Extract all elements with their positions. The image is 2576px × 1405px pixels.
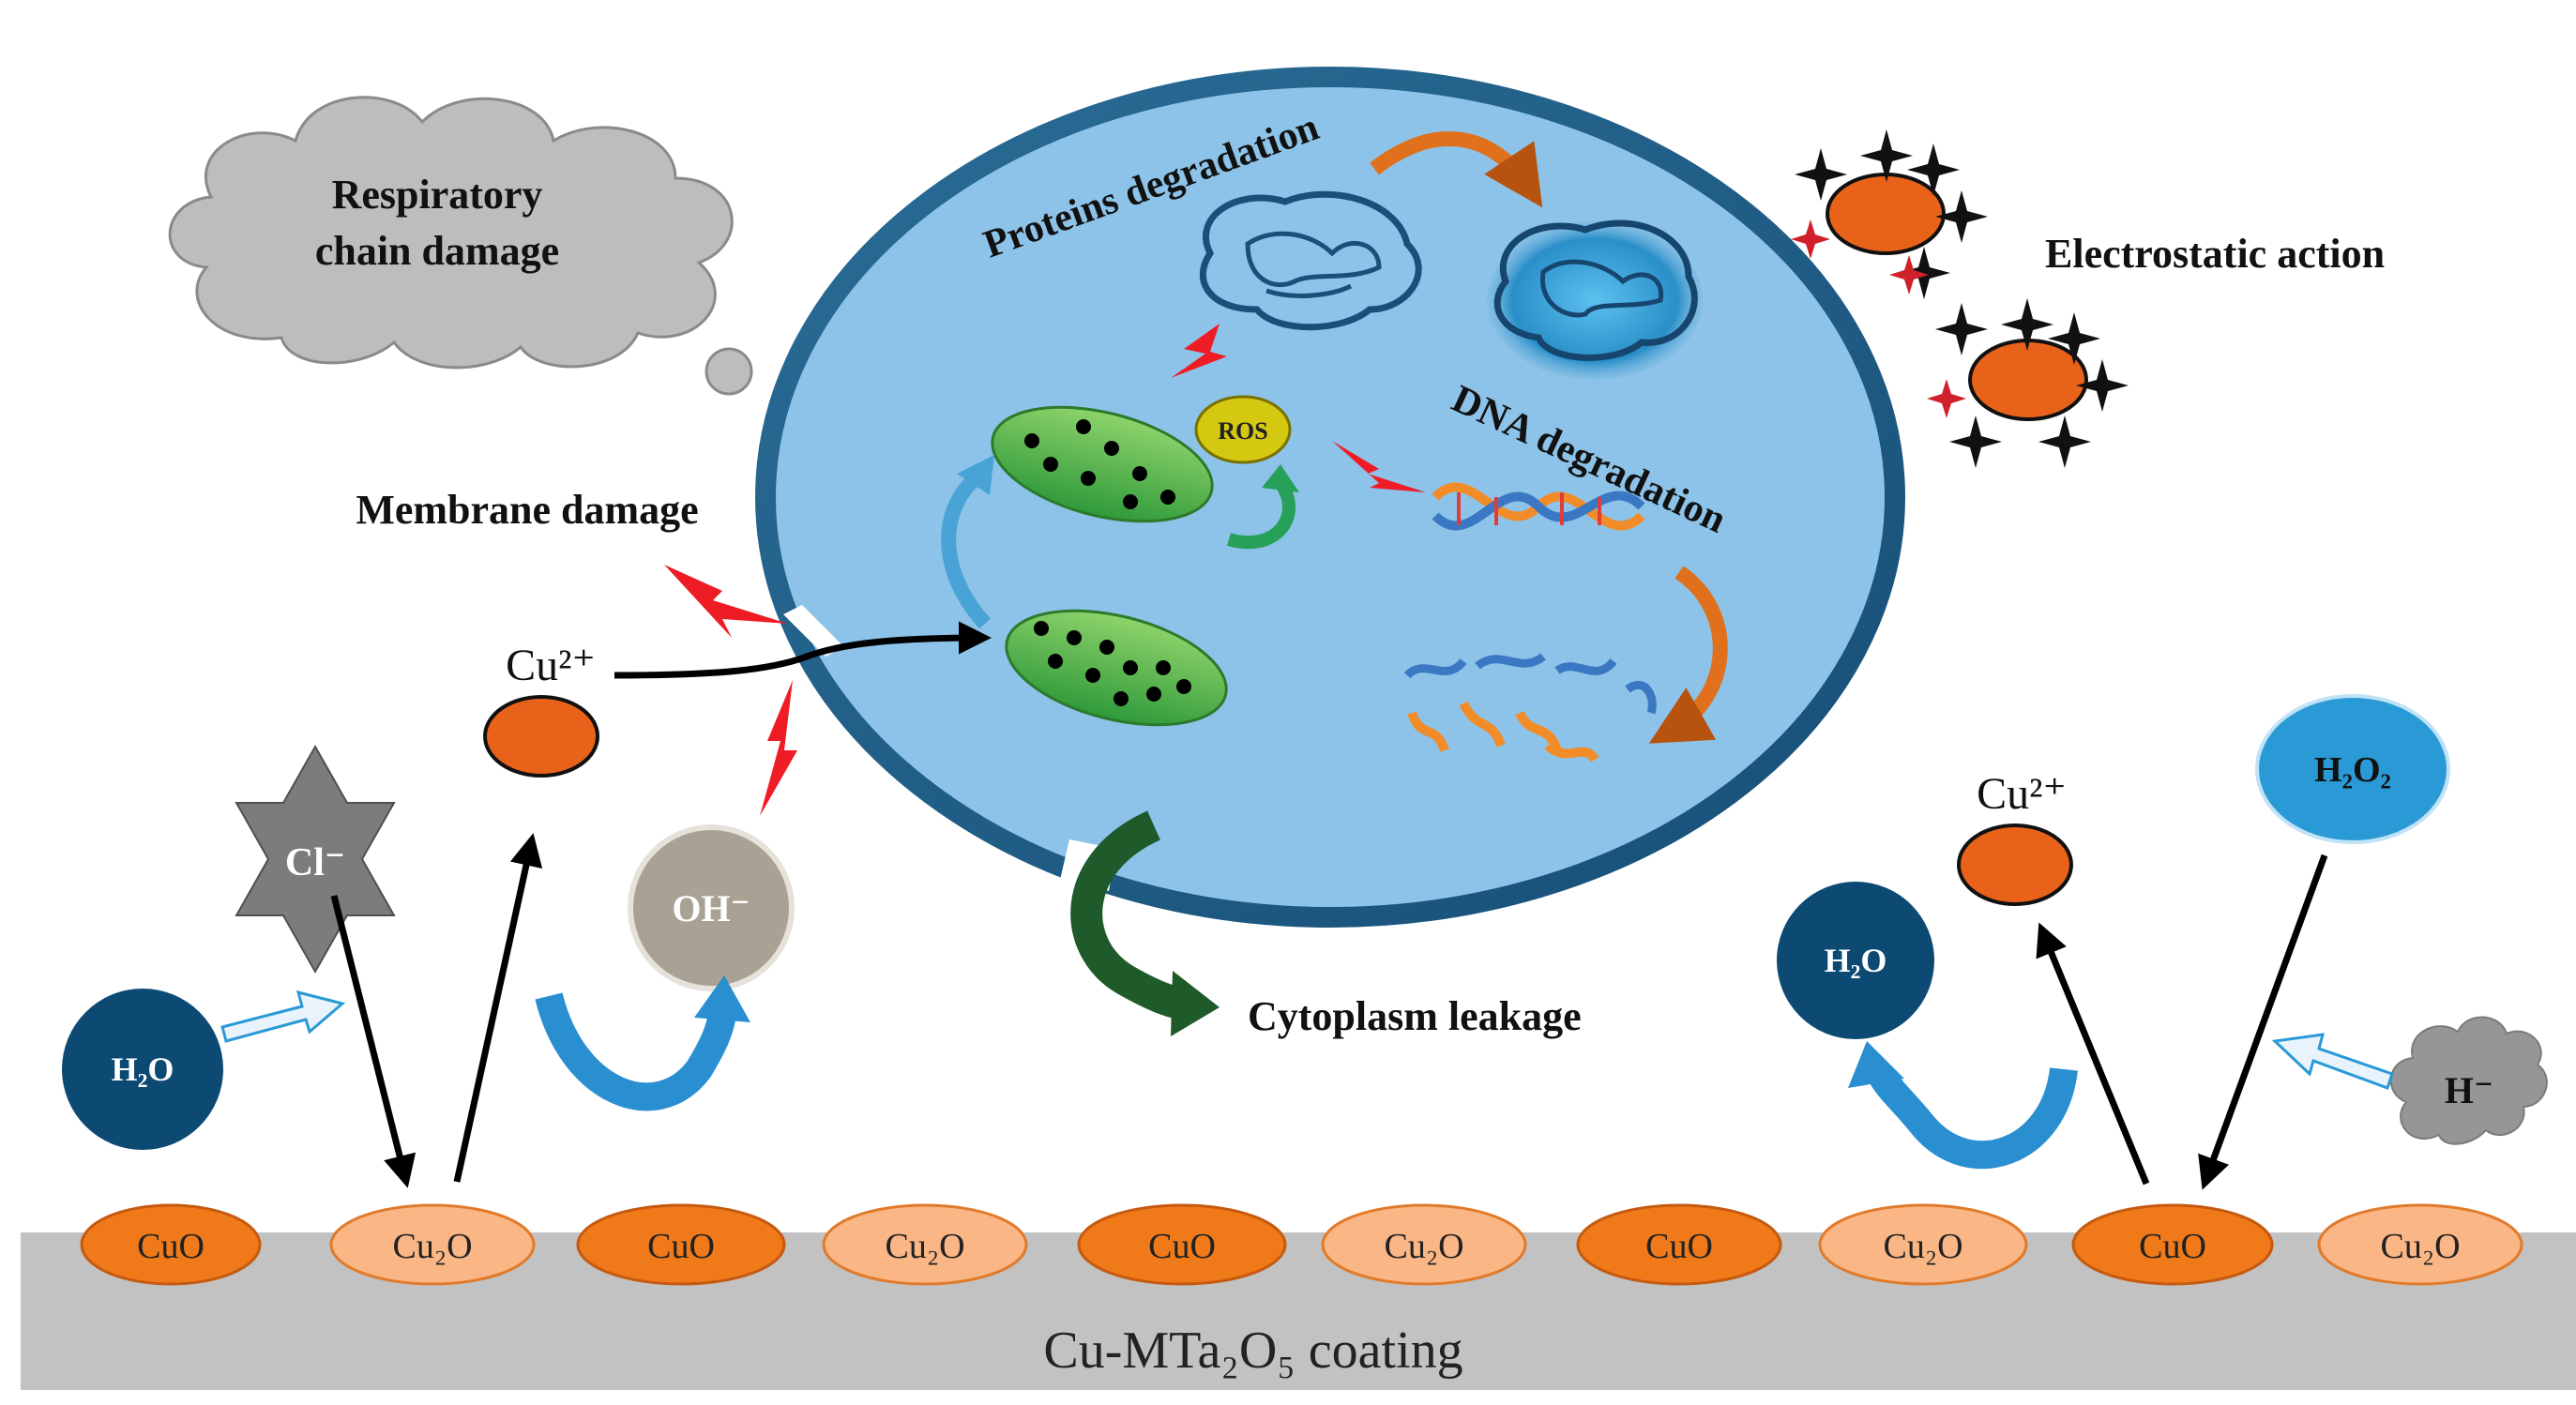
- cl-to-surface-arrow: [330, 895, 417, 1188]
- ros-badge: ROS: [1194, 395, 1292, 464]
- arrowhead-icon: [1262, 464, 1299, 492]
- bacterial-cell: [755, 67, 1905, 928]
- respiratory-label-line2: chain damage: [315, 228, 559, 274]
- arrowhead-icon: [694, 975, 750, 1022]
- protein-degraded-icon: [1487, 219, 1703, 380]
- electrostatic-particle: [1968, 339, 2088, 421]
- h2o2-to-surface-arrow: [2198, 854, 2328, 1190]
- cu2-right-label: Cu²⁺: [1977, 769, 2067, 819]
- lightning-icon: [1171, 324, 1227, 378]
- coating-particle-label: CuO: [137, 1227, 205, 1266]
- coating-particle: Cu₂O: [329, 1203, 536, 1286]
- water-right-label: H₂O: [1825, 942, 1887, 979]
- positive-charge-sparkles: [1795, 129, 2129, 468]
- coating-particle-label: CuO: [1148, 1227, 1216, 1266]
- coating-particle-label: CuO: [647, 1227, 715, 1266]
- coating-particle-row: CuO Cu₂O CuO Cu₂O CuO Cu₂O CuO Cu₂O: [80, 1203, 2523, 1286]
- mitochondrion-bottom: [1005, 609, 1228, 727]
- membrane-breach: [783, 605, 844, 657]
- oh-curved-arrow: [535, 992, 736, 1111]
- coating-particle-label: Cu₂O: [392, 1227, 472, 1266]
- arrowhead-icon: [957, 455, 994, 495]
- surface-to-cu-arrow: [453, 833, 543, 1183]
- mitochondrion-top: [991, 405, 1214, 523]
- cu-entry-arrow: [614, 621, 992, 679]
- arrowhead-icon: [1171, 971, 1220, 1036]
- water-left-label: H₂O: [112, 1050, 174, 1088]
- coating-particle: CuO: [576, 1203, 786, 1286]
- membrane-damage-label: Membrane damage: [356, 487, 698, 533]
- coating-particle: CuO: [1077, 1203, 1287, 1286]
- coating-particle: CuO: [80, 1203, 262, 1286]
- cytoplasm-leakage-label: Cytoplasm leakage: [1248, 993, 1582, 1039]
- coating-particle-label: CuO: [2139, 1227, 2206, 1266]
- lightning-icon: [760, 680, 797, 816]
- hydroxide-ion-icon: OH⁻: [628, 824, 795, 991]
- coating-label: Cu-MTa₂O₅ coating: [1043, 1322, 1462, 1380]
- ros-label: ROS: [1218, 417, 1267, 445]
- coating-particle: Cu₂O: [822, 1203, 1028, 1286]
- electrostatic-action-label: Electrostatic action: [2045, 231, 2385, 277]
- chloride-label: Cl⁻: [285, 841, 345, 884]
- mitochondria-cycle-arrow: [941, 472, 991, 629]
- cytoplasm-leakage-arrow: [1070, 810, 1194, 1021]
- coating-particle: Cu₂O: [1818, 1203, 2028, 1286]
- coating-particle: CuO: [2071, 1203, 2274, 1286]
- hollow-arrow-left: [2271, 1033, 2394, 1090]
- cu2-left-particle: [483, 695, 599, 778]
- cu2-right-particle: [1957, 823, 2073, 906]
- red-charge-sparkles: [1791, 219, 1966, 418]
- coating-particle: CuO: [1576, 1203, 1782, 1286]
- dna-arrow: [1648, 566, 1728, 744]
- hydrogen-peroxide-icon: H₂O₂: [2255, 694, 2450, 844]
- hydride-cloud-icon: H⁻: [2389, 1016, 2548, 1145]
- electrostatic-particle: [1826, 173, 1946, 255]
- protein-intact-icon: [1199, 190, 1422, 331]
- coating-particle-label: Cu₂O: [885, 1227, 964, 1266]
- ros-cycle-arrow: [1226, 478, 1296, 550]
- water-right-icon: H₂O: [1777, 882, 1934, 1039]
- dna-helix-icon: [1432, 482, 1645, 531]
- coating-particle-label: Cu₂O: [1384, 1227, 1463, 1266]
- hollow-arrow-right: [220, 990, 346, 1043]
- water-curved-arrow: [1868, 1066, 2078, 1170]
- respiratory-label-line1: Respiratory: [332, 172, 543, 218]
- hydrogen-peroxide-label: H₂O₂: [2314, 750, 2391, 790]
- chloride-ion-icon: Cl⁻: [235, 744, 396, 974]
- hydroxide-label: OH⁻: [672, 887, 750, 929]
- arrowhead-icon: [1848, 1041, 1904, 1088]
- cu2-left-label: Cu²⁺: [506, 641, 596, 690]
- protein-arrow: [1370, 131, 1543, 208]
- surface-to-cu-right-arrow: [2036, 922, 2150, 1186]
- lightning-icon: [1332, 441, 1426, 492]
- coating-particle: Cu₂O: [1321, 1203, 1527, 1286]
- coating-particle-label: Cu₂O: [2380, 1227, 2460, 1266]
- thought-bubble: [705, 347, 753, 396]
- respiratory-cloud: Respiratory chain damage: [168, 96, 734, 370]
- coating-particle: Cu₂O: [2317, 1203, 2523, 1286]
- lightning-icon: [664, 565, 788, 638]
- dna-fragments-icon: [1403, 653, 1657, 763]
- coating-particle-label: Cu₂O: [1883, 1227, 1962, 1266]
- hydride-label: H⁻: [2445, 1069, 2493, 1111]
- coating-particle-label: CuO: [1645, 1227, 1713, 1266]
- water-left-icon: H₂O: [62, 989, 223, 1150]
